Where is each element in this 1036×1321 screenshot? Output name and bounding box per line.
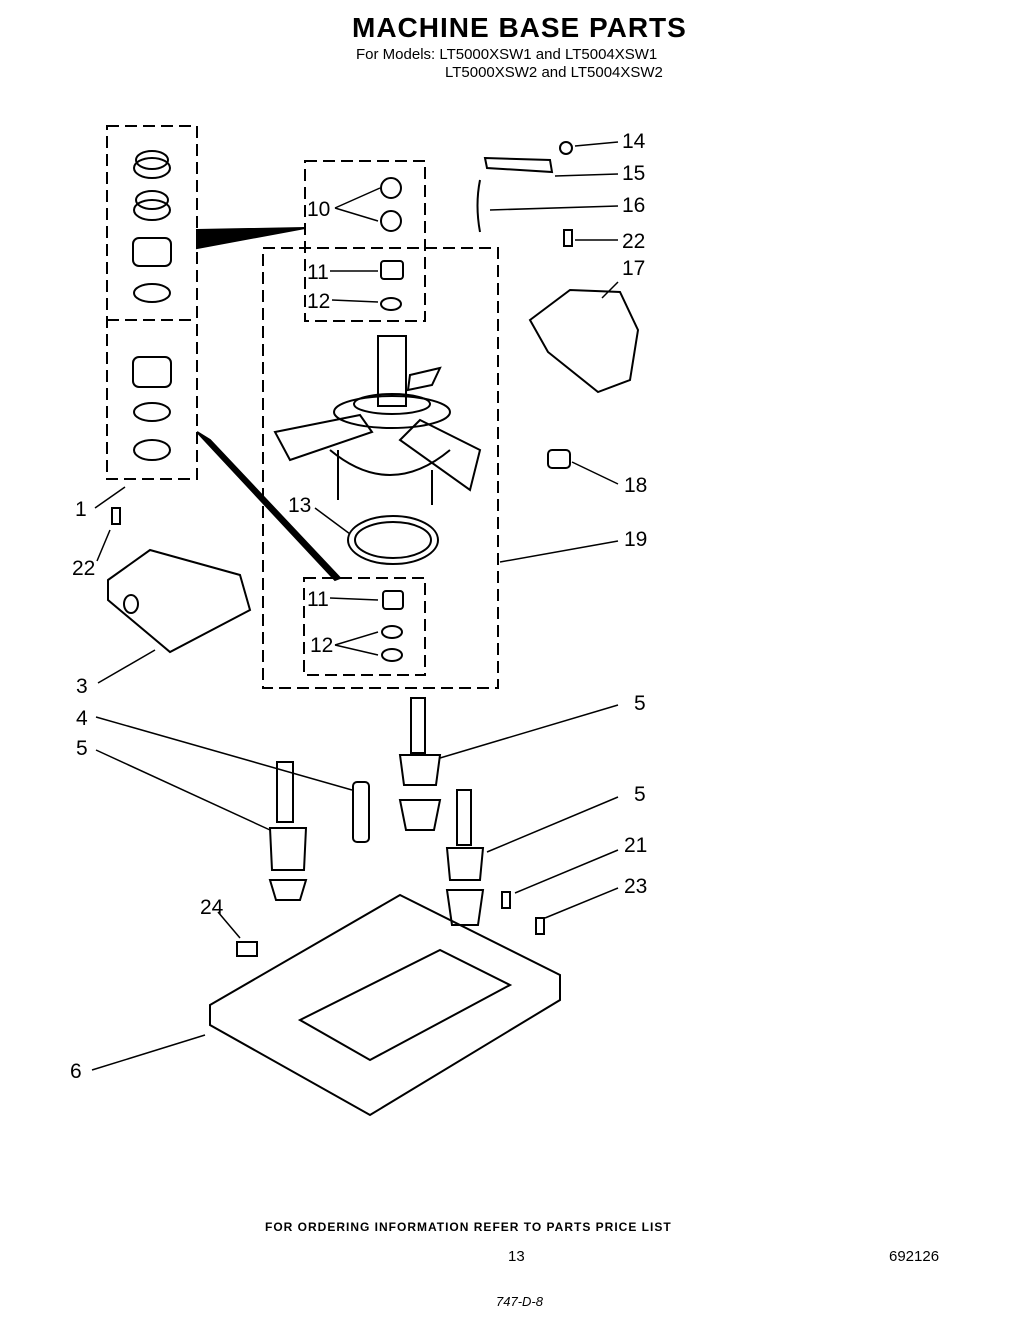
callout-5-right: 5 — [634, 783, 646, 806]
callout-4: 4 — [76, 707, 88, 730]
spring-16 — [476, 179, 481, 233]
clip-24 — [236, 941, 258, 957]
callout-15: 15 — [622, 162, 645, 185]
shield-3-hole — [123, 594, 139, 614]
lower-bearing-box — [303, 577, 426, 676]
callout-16: 16 — [622, 194, 645, 217]
callout-12-lower: 12 — [310, 634, 333, 657]
callout-14: 14 — [622, 130, 646, 153]
screw-22-lower — [111, 507, 121, 525]
callout-22-upper: 22 — [622, 230, 645, 253]
screw-23 — [535, 917, 545, 935]
suspension-parts — [268, 697, 485, 926]
gearcase-assembly — [273, 335, 482, 505]
page-title: MACHINE BASE PARTS — [352, 12, 687, 43]
ring-13 — [347, 515, 439, 565]
callout-24: 24 — [200, 896, 224, 919]
callout-labels: 14 15 16 22 17 10 11 12 18 1 13 19 22 3 … — [70, 130, 647, 1083]
callout-3: 3 — [76, 675, 88, 698]
screw-21 — [501, 891, 511, 909]
gearcase-box — [262, 247, 499, 689]
callout-11-upper: 11 — [307, 261, 329, 284]
callout-6: 6 — [70, 1060, 82, 1083]
page-number: 13 — [508, 1248, 525, 1265]
callout-5-upper: 5 — [634, 692, 646, 715]
shield-3 — [107, 548, 252, 654]
shield-17 — [528, 288, 640, 394]
callout-10: 10 — [307, 198, 330, 221]
document-number: 692126 — [889, 1248, 940, 1265]
callout-18: 18 — [624, 474, 647, 497]
nut-18 — [547, 449, 571, 469]
callout-17: 17 — [622, 257, 645, 280]
ordering-note: FOR ORDERING INFORMATION REFER TO PARTS … — [265, 1220, 672, 1234]
callout-11-lower: 11 — [307, 588, 329, 611]
bracket-15 — [483, 156, 554, 174]
upper-bearing-box — [304, 160, 426, 322]
callout-12-upper: 12 — [307, 290, 330, 313]
screw-22-upper — [563, 229, 573, 247]
leader-lines — [91, 141, 619, 1071]
models-line-2: LT5000XSW2 and LT5004XSW2 — [445, 64, 663, 81]
handwritten-note: 747-D-8 — [496, 1294, 543, 1309]
callout-21: 21 — [624, 834, 647, 857]
callout-13: 13 — [288, 494, 311, 517]
ring-13-inner — [354, 521, 432, 559]
seal-kit-box — [106, 125, 342, 582]
callout-5-left: 5 — [76, 737, 88, 760]
callout-23: 23 — [624, 875, 647, 898]
callout-22-lower: 22 — [72, 557, 95, 580]
callout-19: 19 — [624, 528, 647, 551]
callout-1: 1 — [75, 498, 87, 521]
base-frame — [209, 891, 561, 1117]
models-line-1: For Models: LT5000XSW1 and LT5004XSW1 — [356, 46, 658, 63]
screw-14 — [559, 141, 573, 155]
